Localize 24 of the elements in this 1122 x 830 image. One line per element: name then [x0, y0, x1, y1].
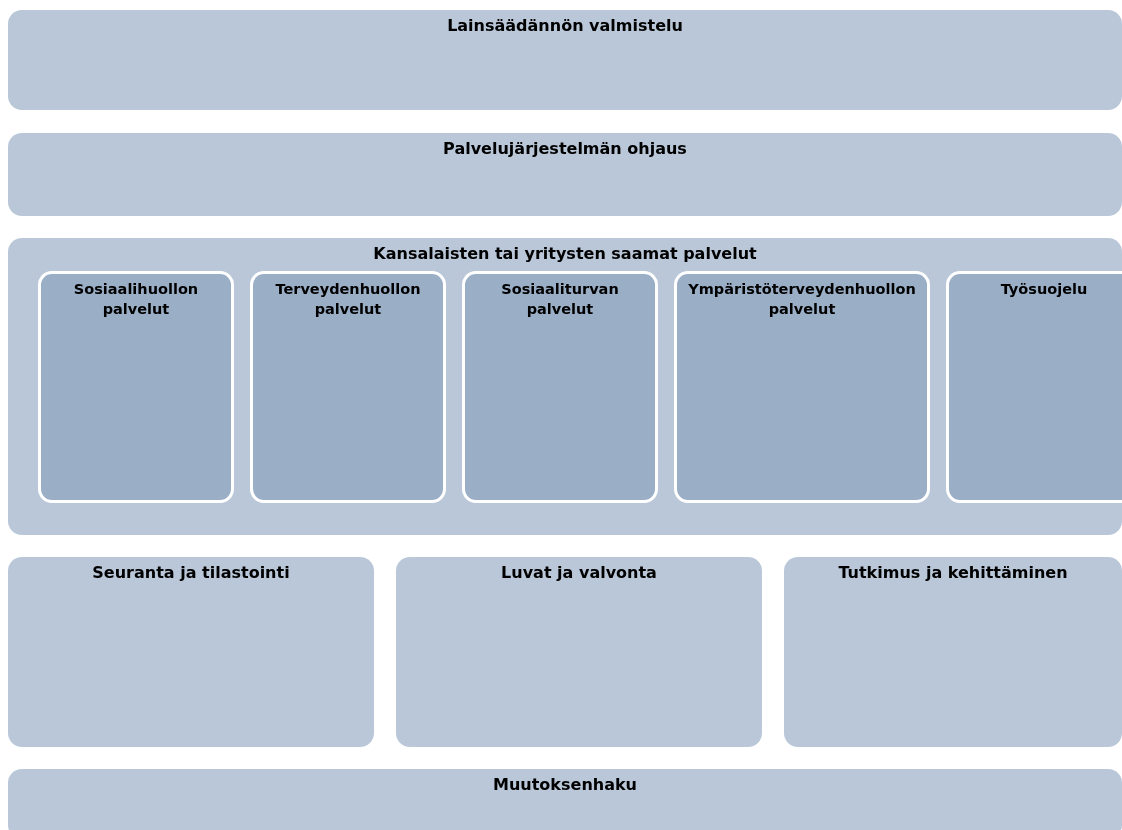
service-box [674, 271, 930, 503]
service-box [462, 271, 658, 503]
box-heading: Sosiaalihuollon palvelut [72, 280, 200, 319]
band-heading: Luvat ja valvonta [501, 563, 657, 582]
band-panel [8, 557, 374, 747]
band-heading: Muutoksenhaku [493, 775, 637, 794]
band-heading: Palvelujärjestelmän ohjaus [443, 139, 687, 158]
service-box [946, 271, 1122, 503]
band-heading: Lainsäädännön valmistelu [447, 16, 683, 35]
box-heading: Terveydenhuollon palvelut [274, 280, 422, 319]
service-box [250, 271, 446, 503]
band-panel [8, 238, 1122, 535]
band-panel [8, 769, 1122, 830]
band-panel [8, 10, 1122, 110]
band-panel [396, 557, 762, 747]
band-panel [784, 557, 1122, 747]
box-heading: Työsuojelu [1000, 280, 1088, 299]
band-panel [8, 133, 1122, 216]
service-box [38, 271, 234, 503]
box-heading: Ympäristöterveydenhuollon palvelut [687, 280, 917, 319]
band-heading: Seuranta ja tilastointi [92, 563, 290, 582]
band-heading: Kansalaisten tai yritysten saamat palvelut [373, 244, 757, 263]
box-heading: Sosiaaliturvan palvelut [500, 280, 620, 319]
band-heading: Tutkimus ja kehittäminen [838, 563, 1068, 582]
